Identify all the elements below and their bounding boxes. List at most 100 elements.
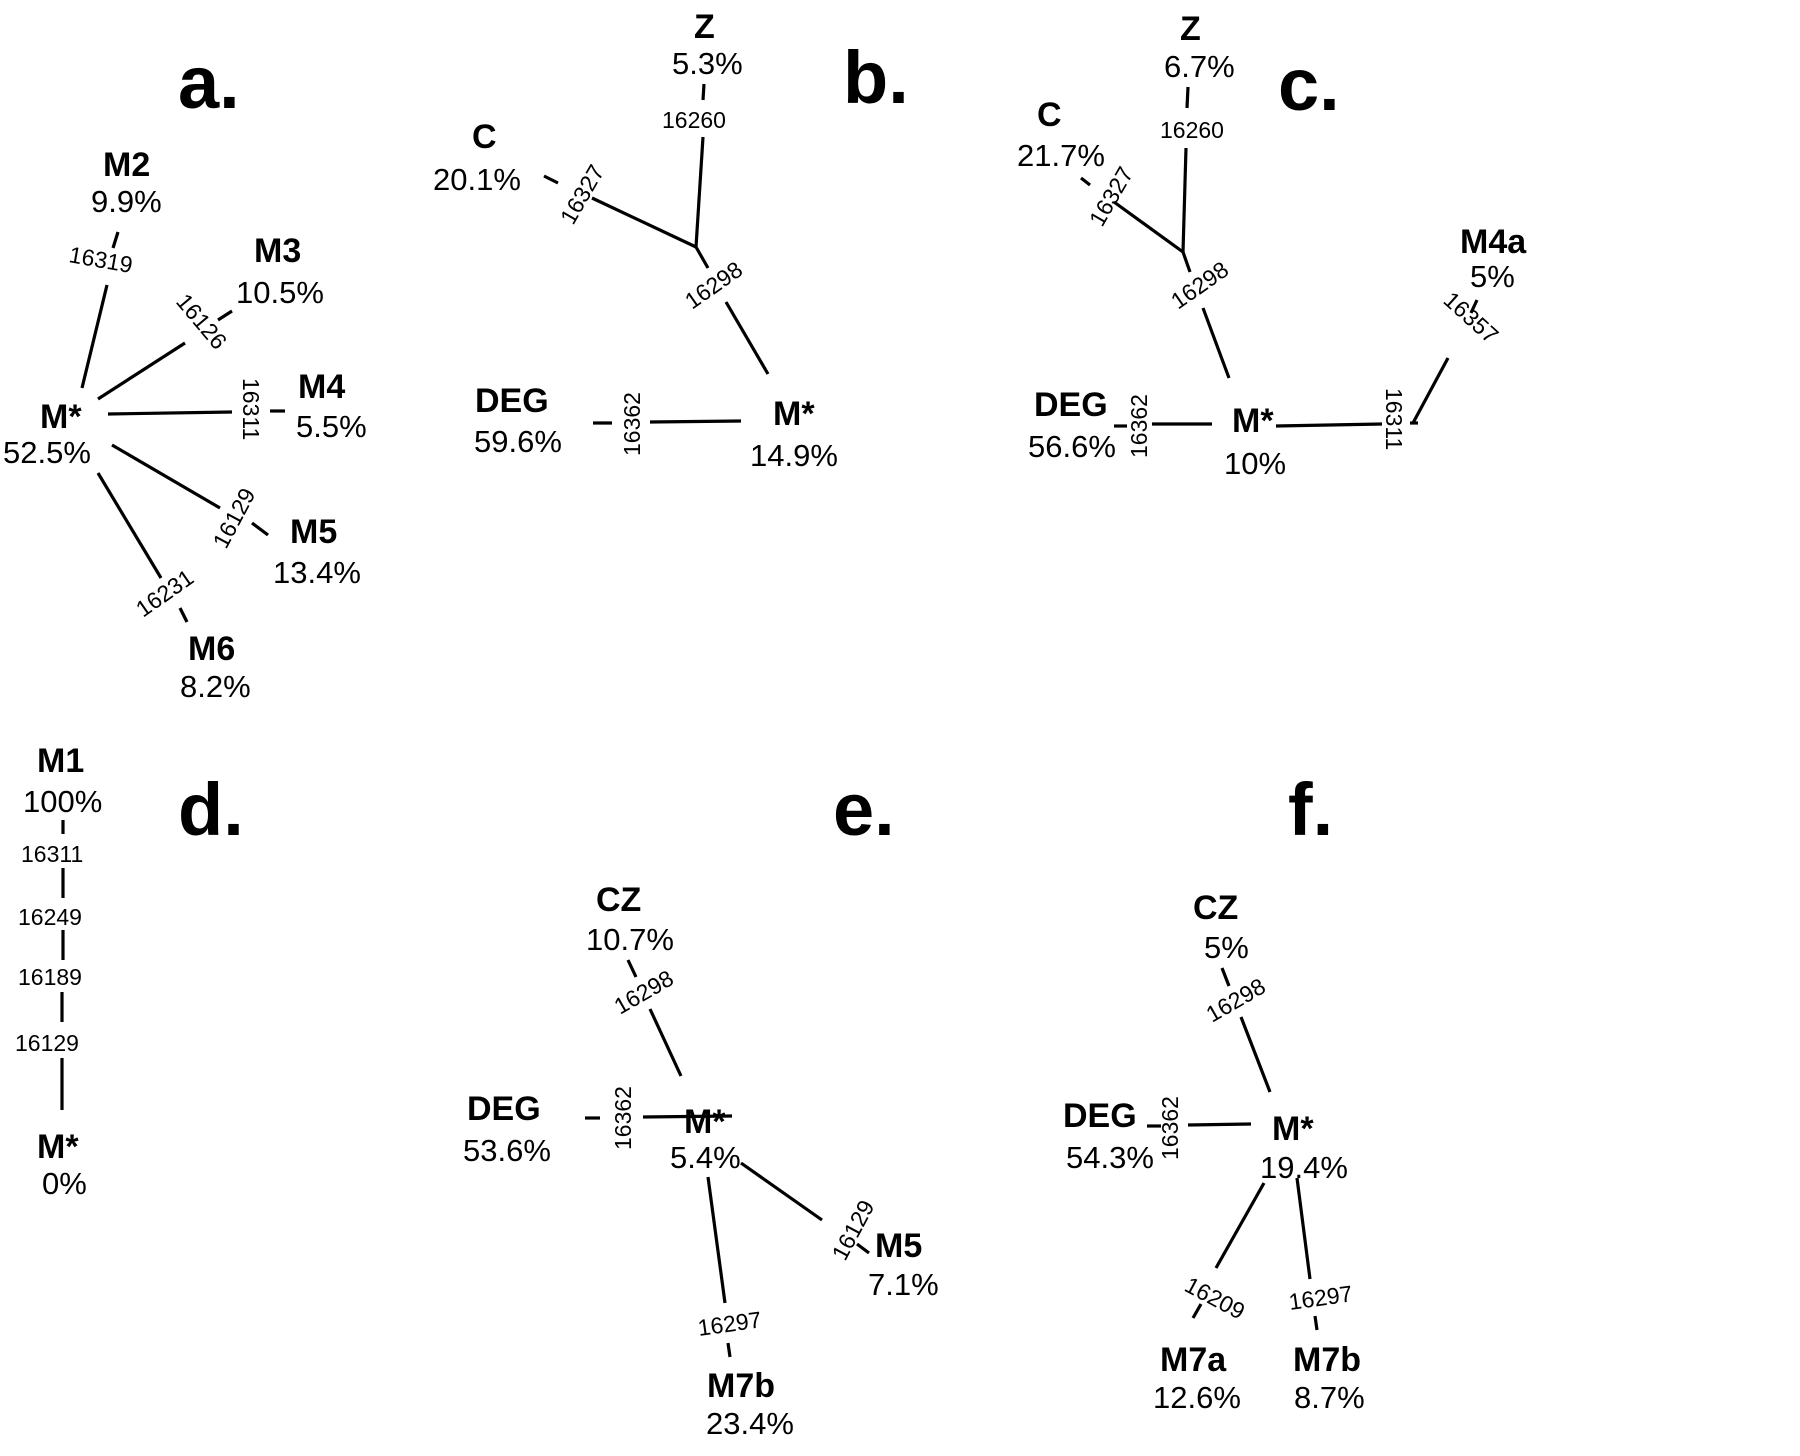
node-frequency: 5.4% <box>670 1140 741 1175</box>
mutation-label-16311: 16311 <box>1381 388 1407 450</box>
edge-mstar-m7a-tip <box>1191 1303 1203 1319</box>
edge-mstar-m5 <box>740 1161 823 1222</box>
node-m1: M1 100% <box>23 742 102 819</box>
panel-letter-d: d. <box>178 768 244 851</box>
panel-f: f. 16298 16362 16209 16297 CZ 5% DEG 54.… <box>1063 768 1365 1415</box>
mutation-label-16129: 16129 <box>826 1196 879 1265</box>
node-name: M* <box>37 1128 79 1166</box>
mutation-label-16298: 16298 <box>680 256 747 314</box>
node-name: M5 <box>290 513 337 551</box>
edge-mstar-m3-tip <box>217 309 233 322</box>
edge-mstar-m2-tip <box>111 231 120 249</box>
edge-mstar-m5-tip <box>251 521 269 537</box>
edge-junction-c <box>591 196 697 249</box>
node-frequency: 0% <box>42 1166 87 1201</box>
node-frequency: 7.1% <box>868 1267 939 1302</box>
node-frequency: 53.6% <box>463 1133 551 1168</box>
node-mstar: M* 52.5% <box>3 398 91 470</box>
mutation-label-16319: 16319 <box>67 241 135 278</box>
mutation-label-16362: 16362 <box>1126 394 1152 458</box>
mutation-label-16327: 16327 <box>555 160 610 228</box>
panel-d: d. 16311 16249 16189 16129 M1 100% M* 0% <box>15 742 244 1201</box>
node-name: C <box>1037 96 1062 134</box>
mutation-label-16231: 16231 <box>131 564 198 622</box>
panel-b: b. 16260 16327 16298 16362 Z 5.3% C 20.1… <box>433 8 909 473</box>
node-name: M7a <box>1160 1341 1227 1379</box>
node-frequency: 52.5% <box>3 435 91 470</box>
edge-mstar-deg <box>649 419 742 424</box>
edge-mstar-m6 <box>96 472 163 579</box>
node-frequency: 20.1% <box>433 162 521 197</box>
edge-mstar-deg <box>642 1114 733 1119</box>
mutation-label-16311: 16311 <box>238 378 264 440</box>
node-frequency: 56.6% <box>1028 429 1116 464</box>
node-mstar: M* 5.4% <box>670 1103 741 1175</box>
node-frequency: 9.9% <box>91 184 162 219</box>
node-name: M5 <box>875 1227 922 1265</box>
node-frequency: 10.5% <box>236 275 324 310</box>
node-name: M7b <box>1293 1341 1361 1379</box>
edge-mstar-m3 <box>97 341 186 401</box>
panel-letter-e: e. <box>833 768 895 851</box>
node-cz: CZ 10.7% <box>586 881 674 957</box>
edge-mstar-m2 <box>80 284 109 389</box>
edge-bend-m4a <box>1411 357 1450 424</box>
edge-junction-c <box>1113 200 1184 254</box>
node-mstar: M* 14.9% <box>750 395 838 473</box>
node-frequency: 23.4% <box>706 1406 794 1441</box>
edge-mstar-junction <box>1201 307 1231 379</box>
node-name: Z <box>694 8 715 46</box>
node-frequency: 21.7% <box>1017 138 1105 173</box>
edge-mstar-m5-tip <box>856 1242 870 1255</box>
edge-mstar-m7b-tip <box>726 1342 732 1358</box>
node-name: M* <box>40 398 82 436</box>
node-c: C 21.7% <box>1017 96 1105 173</box>
edge-mstar-m5 <box>111 443 221 510</box>
node-m4: M4 5.5% <box>296 368 367 444</box>
panel-e: e. 16298 16362 16129 16297 CZ 10.7% DEG … <box>463 768 939 1441</box>
edge-mstar-m4 <box>107 410 233 416</box>
node-name: M* <box>1232 402 1274 440</box>
mutation-label-16249: 16249 <box>18 904 82 930</box>
edge-mstar-cz-tip <box>1220 967 1231 987</box>
mutation-label-16260: 16260 <box>662 107 726 133</box>
panel-letter-f: f. <box>1288 768 1333 851</box>
mutation-label-16297: 16297 <box>1287 1280 1354 1315</box>
node-deg: DEG 59.6% <box>474 382 562 459</box>
node-name: CZ <box>596 881 641 919</box>
node-name: DEG <box>1063 1097 1137 1135</box>
edge-mstar-bend <box>1275 422 1383 428</box>
node-m6: M6 8.2% <box>180 630 251 704</box>
node-name: M6 <box>188 630 235 668</box>
node-name: M* <box>773 395 815 433</box>
edge-mstar-junction-tip <box>1181 251 1192 273</box>
node-frequency: 5% <box>1470 259 1515 294</box>
node-deg: DEG 53.6% <box>463 1090 551 1168</box>
edge-mstar-junction <box>724 301 770 375</box>
node-frequency: 5% <box>1204 930 1249 965</box>
edge-mstar-m7b-tip <box>1313 1315 1319 1331</box>
edge-mstar-cz-tip <box>626 959 638 978</box>
node-m5: M5 13.4% <box>273 513 361 590</box>
edge-mstar-deg <box>1187 1122 1252 1127</box>
mutation-label-16298: 16298 <box>1202 973 1270 1028</box>
edge-mstar-m7b <box>1295 1177 1312 1280</box>
panel-a: a. 16319 16126 16311 16129 16231 M* 52.5… <box>3 41 367 704</box>
mutation-label-16362: 16362 <box>610 1086 636 1150</box>
node-m5: M5 7.1% <box>868 1227 939 1302</box>
node-mstar: M* 10% <box>1224 402 1286 481</box>
mutation-label-16297: 16297 <box>696 1306 763 1341</box>
node-frequency: 13.4% <box>273 555 361 590</box>
node-m7b: M7b 23.4% <box>706 1367 794 1441</box>
node-frequency: 6.7% <box>1164 49 1235 84</box>
node-frequency: 14.9% <box>750 438 838 473</box>
node-frequency: 5.3% <box>672 46 743 81</box>
edge-junction-z-tip <box>1185 86 1190 109</box>
edge-junction-c-tip <box>1080 176 1091 187</box>
node-name: M* <box>684 1103 726 1141</box>
node-name: M7b <box>707 1367 775 1405</box>
node-name: M* <box>1272 1110 1314 1148</box>
node-frequency: 100% <box>23 784 102 819</box>
mutation-label-16311: 16311 <box>21 841 83 867</box>
